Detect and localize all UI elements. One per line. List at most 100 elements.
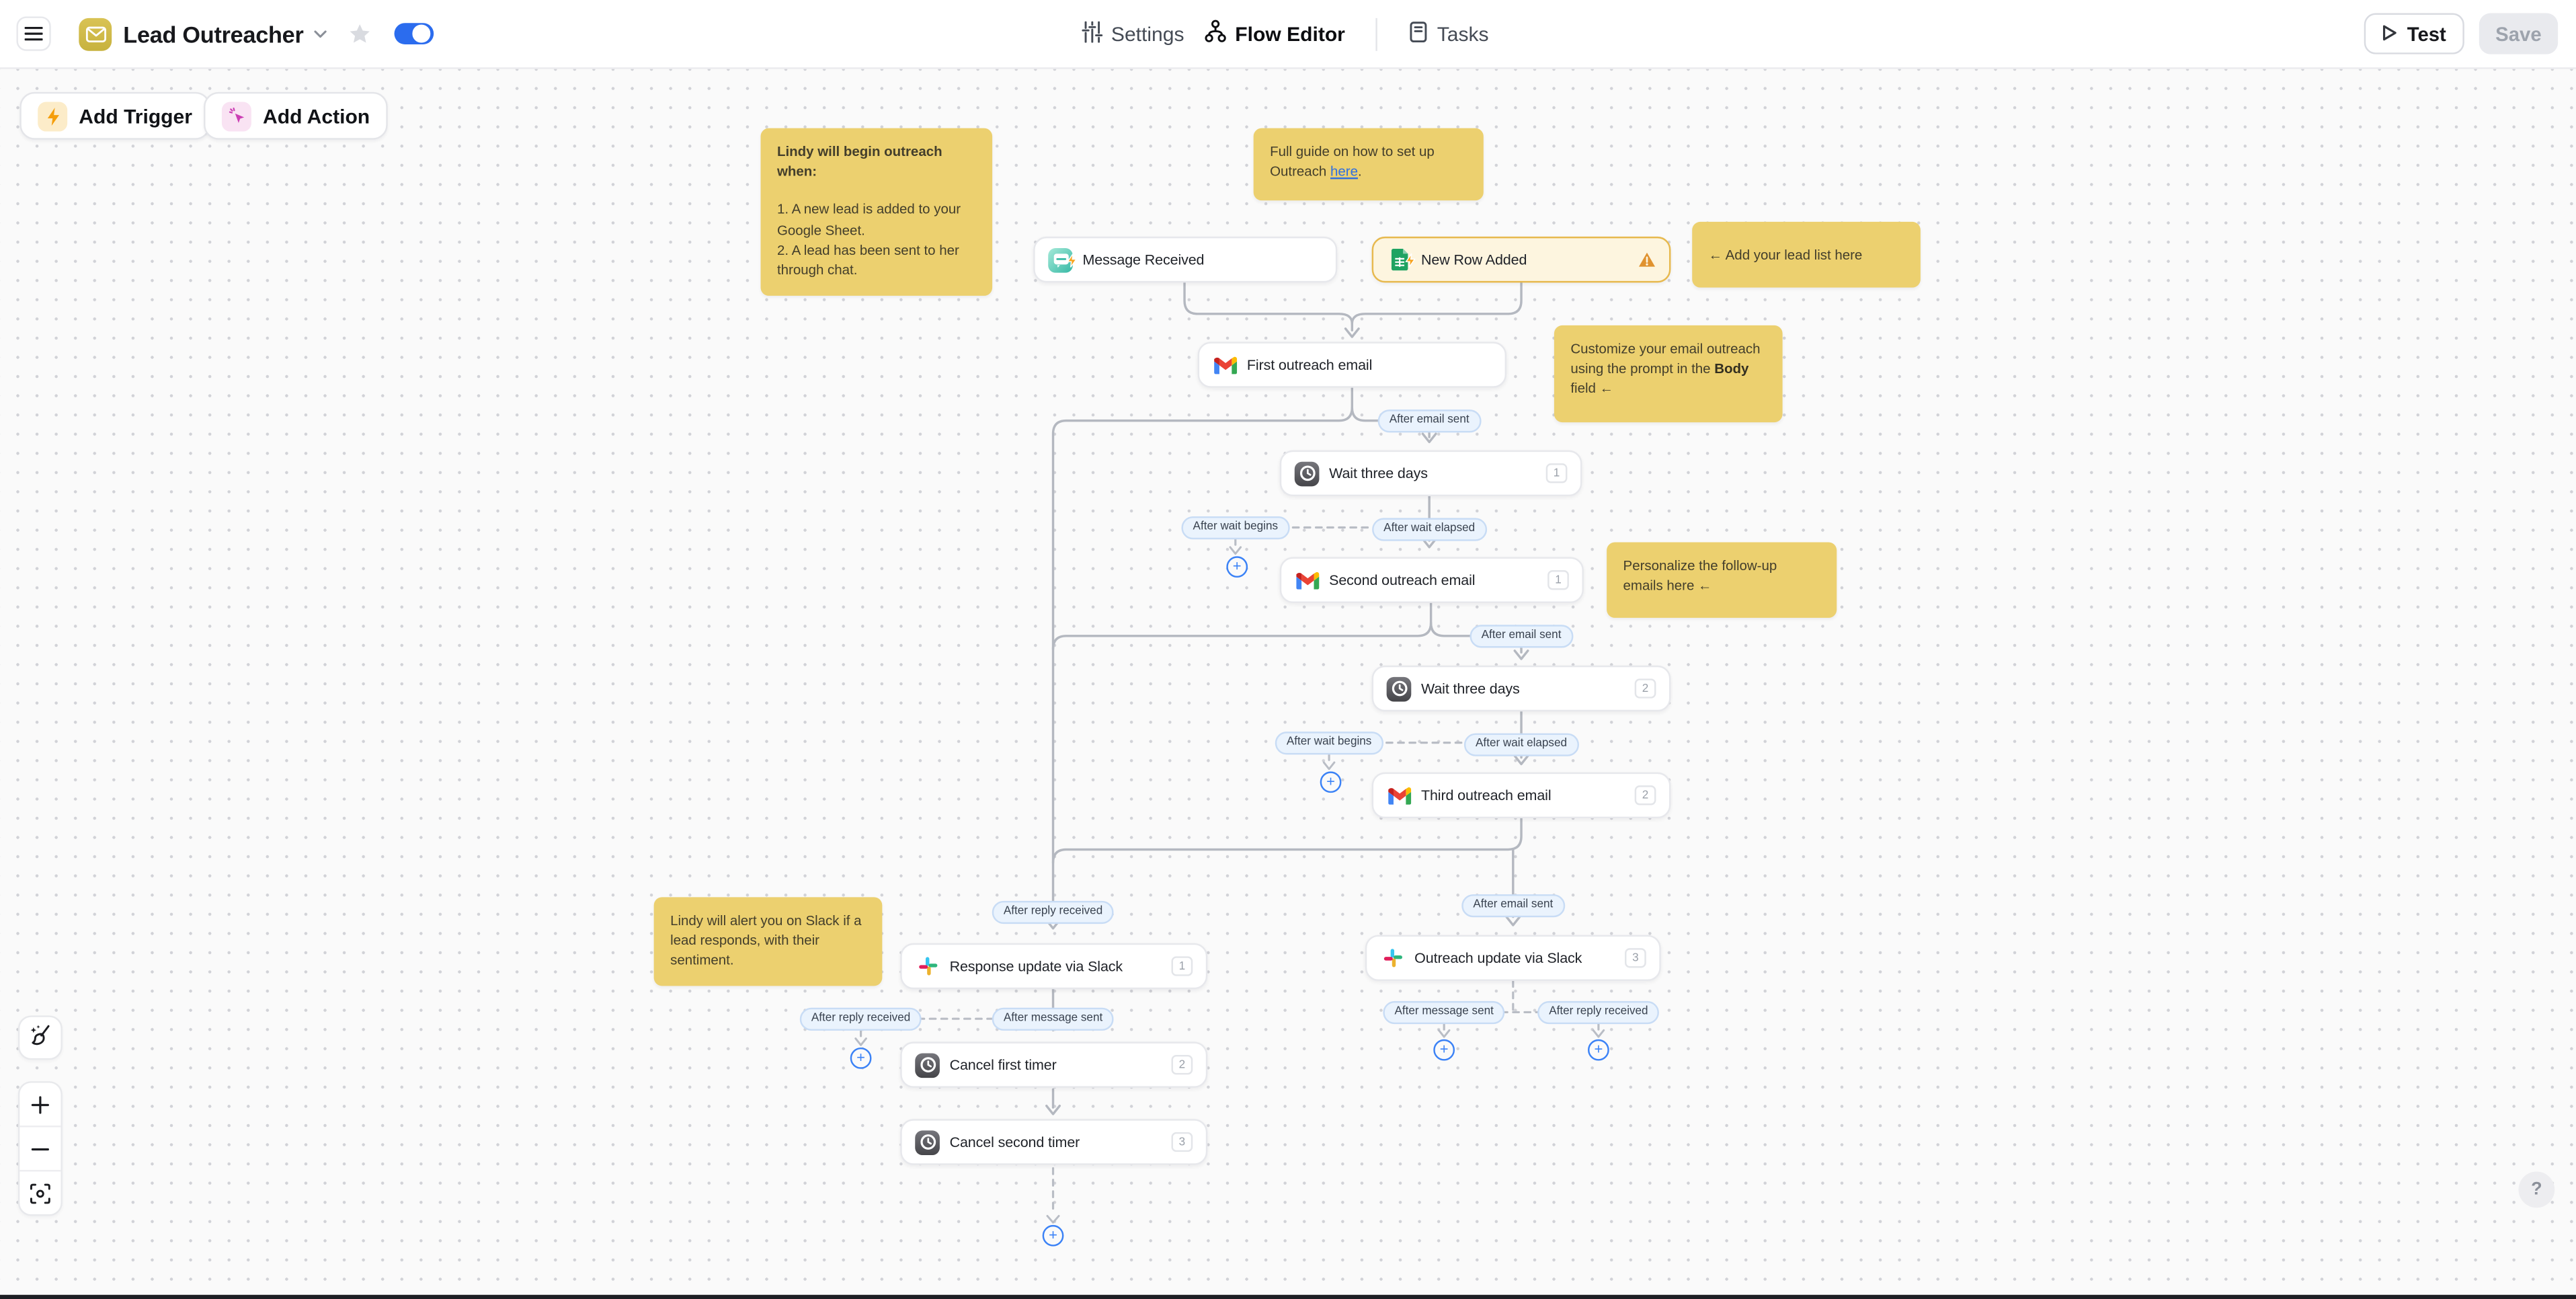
add-trigger-label: Add Trigger	[79, 104, 192, 128]
chat-trigger-icon	[1048, 247, 1078, 272]
node-new-row-added[interactable]: New Row Added	[1371, 236, 1671, 283]
node-run-badge: 1	[1171, 956, 1193, 976]
node-third-outreach-email[interactable]: Third outreach email 2	[1371, 772, 1671, 819]
edge-label-after-email-sent[interactable]: After email sent	[1461, 894, 1565, 917]
guide-link[interactable]: here	[1330, 163, 1358, 180]
note-text: ← Add your lead list here	[1708, 246, 1863, 263]
note-line: 1. A new lead is added to your Google Sh…	[776, 201, 961, 238]
node-label: Second outreach email	[1329, 572, 1476, 588]
note-text: Personalize the follow-up emails here ←	[1623, 557, 1777, 594]
add-step-button[interactable]: +	[1320, 771, 1342, 793]
tab-settings[interactable]: Settings	[1082, 20, 1184, 47]
add-step-button[interactable]: +	[1226, 556, 1248, 578]
broom-sparkle-icon	[28, 1023, 53, 1052]
save-button-label: Save	[2495, 22, 2542, 46]
clock-icon	[1386, 676, 1412, 701]
node-outreach-update-slack[interactable]: Outreach update via Slack 3	[1365, 935, 1661, 981]
tasks-icon	[1409, 21, 1428, 47]
node-label: Message Received	[1082, 251, 1205, 268]
node-first-outreach-email[interactable]: First outreach email	[1197, 342, 1507, 388]
note-text: Lindy will alert you on Slack if a lead …	[670, 912, 862, 969]
zoom-in-button[interactable]	[19, 1083, 61, 1126]
node-label: Wait three days	[1420, 680, 1520, 697]
add-step-button[interactable]: +	[1588, 1039, 1609, 1061]
chevron-down-icon[interactable]	[313, 29, 327, 39]
node-message-received[interactable]: Message Received	[1033, 236, 1338, 283]
edge-label-after-email-sent[interactable]: After email sent	[1470, 625, 1573, 647]
save-button[interactable]: Save	[2479, 13, 2559, 54]
note-spacer	[777, 182, 976, 200]
note-begin-outreach[interactable]: Lindy will begin outreach when: 1. A new…	[760, 128, 993, 296]
node-label: Outreach update via Slack	[1414, 949, 1582, 967]
edge-label-after-reply-received[interactable]: After reply received	[799, 1007, 922, 1030]
node-response-update-slack[interactable]: Response update via Slack 1	[900, 943, 1208, 990]
note-slack-alert[interactable]: Lindy will alert you on Slack if a lead …	[653, 897, 883, 986]
node-label: Response update via Slack	[949, 957, 1123, 975]
tidy-up-button[interactable]	[17, 1015, 63, 1060]
note-customize-email[interactable]: Customize your email outreach using the …	[1554, 325, 1783, 423]
gmail-icon	[1213, 352, 1238, 377]
note-text: field ←	[1570, 380, 1614, 397]
edge-label-after-wait-elapsed[interactable]: After wait elapsed	[1372, 518, 1487, 541]
test-button[interactable]: Test	[2364, 13, 2464, 54]
cursor-click-icon	[221, 101, 251, 131]
agent-avatar-icon[interactable]	[79, 17, 112, 50]
note-title: Lindy will begin outreach when:	[776, 143, 942, 180]
edge-label-after-reply-received[interactable]: After reply received	[992, 900, 1115, 923]
note-personalize[interactable]: Personalize the follow-up emails here ←	[1607, 542, 1837, 618]
node-label: Cancel second timer	[949, 1134, 1080, 1150]
edge-label-after-reply-received[interactable]: After reply received	[1537, 1000, 1660, 1023]
tab-tasks[interactable]: Tasks	[1409, 21, 1489, 47]
edge-label-after-message-sent[interactable]: After message sent	[992, 1007, 1115, 1030]
agent-title[interactable]: Lead Outreacher	[123, 20, 304, 47]
node-run-badge: 2	[1171, 1054, 1193, 1075]
node-label: First outreach email	[1246, 356, 1373, 373]
warning-icon	[1638, 251, 1656, 268]
add-step-button[interactable]: +	[850, 1047, 872, 1069]
tab-settings-label: Settings	[1111, 22, 1184, 46]
top-bar: Lead Outreacher Settings Flow Editor	[0, 0, 2576, 69]
top-bar-actions: Test Save	[2364, 13, 2559, 54]
node-label: Wait three days	[1329, 465, 1428, 482]
sliders-icon	[1082, 20, 1103, 47]
edge-label-after-email-sent[interactable]: After email sent	[1377, 409, 1481, 432]
zoom-out-button[interactable]	[19, 1126, 61, 1170]
node-wait-three-days-1[interactable]: Wait three days 1	[1279, 450, 1582, 497]
tab-flow-editor-label: Flow Editor	[1235, 22, 1345, 46]
tab-flow-editor[interactable]: Flow Editor	[1205, 19, 1345, 48]
note-guide[interactable]: Full guide on how to set up Outreach her…	[1253, 128, 1484, 201]
help-button[interactable]: ?	[2518, 1171, 2555, 1208]
note-text: Customize your email outreach using the …	[1570, 340, 1761, 377]
node-wait-three-days-2[interactable]: Wait three days 2	[1371, 665, 1671, 712]
agent-enabled-toggle[interactable]	[393, 22, 434, 45]
test-button-label: Test	[2407, 22, 2446, 46]
fit-view-button[interactable]	[19, 1170, 61, 1214]
note-bold-text: Body	[1714, 360, 1749, 377]
edge-label-after-wait-begins[interactable]: After wait begins	[1181, 516, 1290, 539]
node-second-outreach-email[interactable]: Second outreach email 1	[1279, 557, 1584, 603]
gmail-icon	[1387, 783, 1412, 808]
lightning-icon	[38, 101, 68, 131]
note-line: 2. A lead has been sent to her through c…	[776, 241, 959, 278]
note-add-lead-list[interactable]: ← Add your lead list here	[1692, 221, 1921, 288]
node-run-badge: 3	[1171, 1132, 1193, 1152]
add-trigger-button[interactable]: Add Trigger	[19, 91, 210, 140]
node-label: Cancel first timer	[949, 1056, 1057, 1073]
add-action-label: Add Action	[263, 104, 370, 128]
google-sheets-trigger-icon	[1387, 247, 1416, 272]
edge-label-after-wait-elapsed[interactable]: After wait elapsed	[1463, 733, 1579, 756]
node-cancel-first-timer[interactable]: Cancel first timer 2	[900, 1041, 1208, 1088]
add-step-button[interactable]: +	[1433, 1039, 1455, 1061]
add-step-button[interactable]: +	[1042, 1224, 1064, 1247]
node-run-badge: 2	[1634, 785, 1656, 805]
edge-label-after-wait-begins[interactable]: After wait begins	[1275, 732, 1383, 754]
hamburger-icon	[24, 22, 43, 46]
node-cancel-second-timer[interactable]: Cancel second timer 3	[900, 1119, 1208, 1165]
note-text: Full guide on how to set up Outreach	[1270, 143, 1435, 180]
node-run-badge: 1	[1547, 570, 1569, 590]
favorite-star-icon[interactable]	[348, 23, 371, 44]
editor-nav: Settings Flow Editor Tasks	[1082, 0, 1489, 67]
add-action-button[interactable]: Add Action	[204, 91, 389, 140]
edge-label-after-message-sent[interactable]: After message sent	[1383, 1000, 1505, 1023]
menu-button[interactable]	[16, 16, 51, 51]
